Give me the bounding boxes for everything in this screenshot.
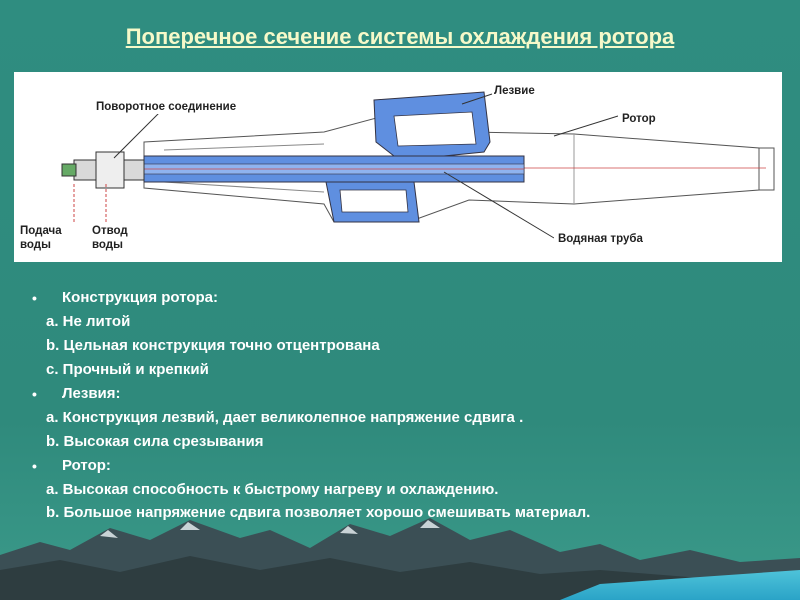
mountain-landscape <box>0 518 800 600</box>
label-blade: Лезвие <box>494 84 535 98</box>
list-item: b. Большое напряжение сдвига позволяет х… <box>46 504 591 521</box>
bullet-icon: • <box>32 290 37 306</box>
list-item: c. Прочный и крепкий <box>46 361 209 378</box>
label-water-supply: Подача воды <box>20 224 64 252</box>
label-water-drain: Отвод воды <box>92 224 138 252</box>
bullet-icon: • <box>32 386 37 402</box>
label-rotary-joint: Поворотное соединение <box>96 100 237 114</box>
label-water-pipe: Водяная труба <box>554 230 647 248</box>
list-item: b. Высокая сила срезывания <box>46 433 264 450</box>
bullet-icon: • <box>32 458 37 474</box>
rotor-cross-section-diagram: Лезвие Поворотное соединение Ротор Подач… <box>14 72 782 262</box>
list-item: a. Не литой <box>46 313 131 330</box>
section-heading-blades: •Лезвия: <box>30 382 750 406</box>
list-item: a. Конструкция лезвий, дает великолепное… <box>46 409 524 426</box>
feature-list: •Конструкция ротора: a. Не литой b. Цель… <box>30 286 750 546</box>
section-heading-rotor-construction: •Конструкция ротора: <box>30 286 750 310</box>
slide-title: Поперечное сечение системы охлаждения ро… <box>125 24 675 49</box>
list-item: a. Высокая способность к быстрому нагрев… <box>46 481 499 498</box>
rotary-joint-shape <box>61 151 145 189</box>
label-rotor: Ротор <box>618 110 676 128</box>
section-heading-rotor: •Ротор: <box>30 454 750 478</box>
list-item: b. Цельная конструкция точно отцентрован… <box>46 337 380 354</box>
